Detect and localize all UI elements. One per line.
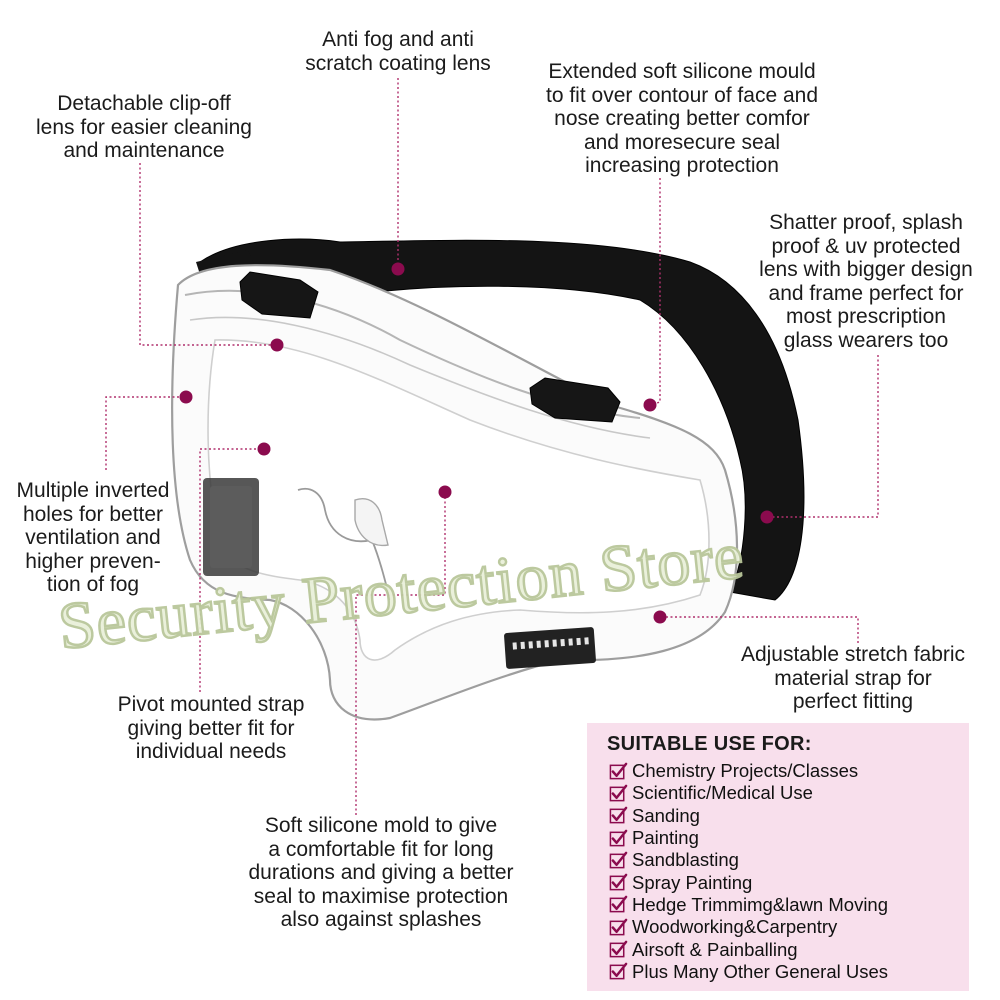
bottom-vent xyxy=(504,627,596,669)
checkbox-check-icon xyxy=(609,762,628,780)
left-pivot-buckle xyxy=(239,271,319,319)
nose-bridge-seal xyxy=(354,498,389,547)
checkbox-check-icon xyxy=(609,806,628,824)
callout-silicone-mould: Extended soft silicone mould to fit over… xyxy=(546,60,818,177)
dot-pivot-strap xyxy=(257,442,271,456)
frame-top-ridge-inner xyxy=(189,316,651,439)
suitable-use-panel: SUITABLE USE FOR: Chemistry Projects/Cla… xyxy=(587,723,969,991)
list-item-label: Spray Painting xyxy=(632,871,753,893)
callout-adjustable-strap: Adjustable stretch fabric material strap… xyxy=(740,643,966,713)
dot-detachable xyxy=(270,338,284,352)
callout-soft-mold: Soft silicone mold to give a comfortable… xyxy=(248,814,514,931)
list-item: Airsoft & Painballing xyxy=(609,938,888,960)
checkbox-check-icon xyxy=(609,784,628,802)
list-item: Chemistry Projects/Classes xyxy=(609,760,888,782)
checkbox-check-icon xyxy=(609,851,628,869)
checkbox-check-icon xyxy=(609,873,628,891)
leader-inverted-holes xyxy=(105,396,186,470)
side-vent-inner xyxy=(210,486,252,568)
list-item-label: Chemistry Projects/Classes xyxy=(632,760,859,782)
list-item: Plus Many Other General Uses xyxy=(609,961,888,983)
list-item-label: Plus Many Other General Uses xyxy=(632,960,889,982)
list-item-label: Hedge Trimmimg&lawn Moving xyxy=(632,893,889,915)
callout-anti-fog: Anti fog and anti scratch coating lens xyxy=(305,28,491,75)
list-item-label: Sandblasting xyxy=(632,849,739,871)
dot-shatter-proof xyxy=(760,510,774,524)
right-pivot-buckle xyxy=(529,377,621,423)
callout-pivot-strap: Pivot mounted strap giving better fit fo… xyxy=(117,693,305,763)
leader-adjustable-strap xyxy=(660,616,859,643)
list-item: Sandblasting xyxy=(609,849,888,871)
checkbox-check-icon xyxy=(609,918,628,936)
list-item-label: Airsoft & Painballing xyxy=(632,938,798,960)
list-item-label: Woodworking&Carpentry xyxy=(632,916,838,938)
list-item: Painting xyxy=(609,827,888,849)
checkbox-check-icon xyxy=(609,896,628,913)
callout-dots xyxy=(179,262,774,624)
checkbox-check-icon xyxy=(609,962,628,980)
suitable-use-title: SUITABLE USE FOR: xyxy=(607,733,812,755)
callout-detachable: Detachable clip-off lens for easier clea… xyxy=(36,92,252,162)
callout-shatter-proof: Shatter proof, splash proof & uv protect… xyxy=(759,211,973,352)
list-item-label: Painting xyxy=(632,827,699,849)
list-item: Hedge Trimmimg&lawn Moving xyxy=(609,894,888,916)
callout-inverted-holes: Multiple inverted holes for better venti… xyxy=(16,479,170,596)
nose-cutout xyxy=(297,488,391,601)
list-item: Woodworking&Carpentry xyxy=(609,916,888,938)
leader-soft-mold xyxy=(355,492,446,815)
list-item: Spray Painting xyxy=(609,871,888,893)
checkbox-check-icon xyxy=(609,829,628,846)
dot-adjustable-strap xyxy=(653,610,667,624)
dot-anti-fog xyxy=(391,262,405,276)
list-item: Scientific/Medical Use xyxy=(609,782,888,804)
list-item: Sanding xyxy=(609,805,888,827)
dot-inverted-holes xyxy=(179,390,193,404)
leader-shatter-proof xyxy=(767,355,879,518)
checkbox-check-icon xyxy=(609,940,628,958)
suitable-use-list: Chemistry Projects/Classes Scientific/Me… xyxy=(609,760,888,983)
dot-silicone-mould xyxy=(643,398,657,412)
leader-pivot-strap xyxy=(199,448,264,692)
dot-soft-mold xyxy=(438,485,452,499)
list-item-label: Sanding xyxy=(632,804,700,826)
leader-detachable xyxy=(139,163,277,346)
list-item-label: Scientific/Medical Use xyxy=(632,782,813,804)
